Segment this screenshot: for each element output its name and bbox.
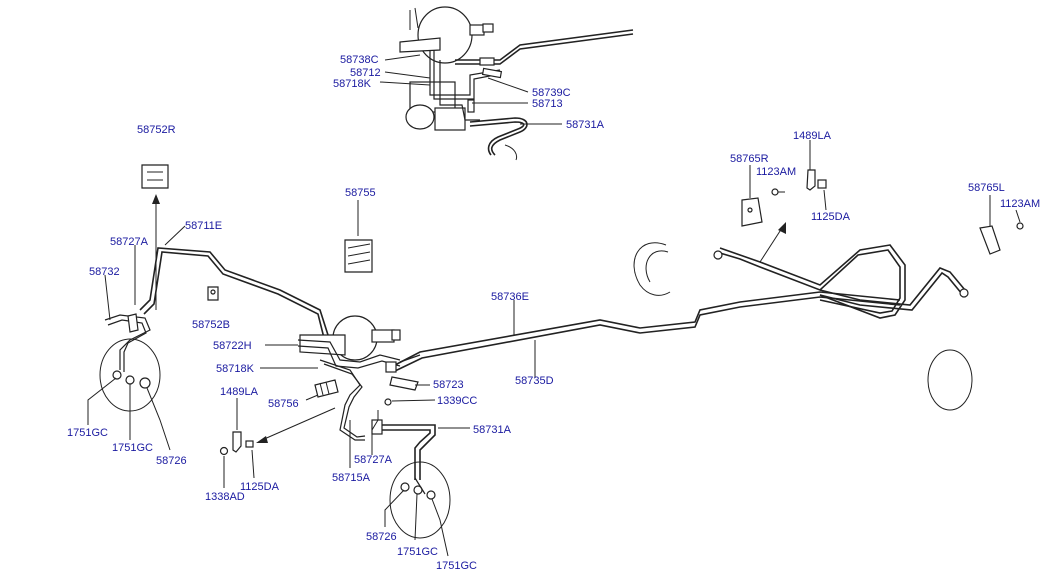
label-58726-left: 58726 — [156, 455, 187, 467]
label-58731A-top: 58731A — [566, 119, 605, 131]
label-58739C: 58739C — [532, 87, 571, 99]
label-58726-bot: 58726 — [366, 531, 397, 543]
clip-58752B — [207, 286, 219, 301]
label-58718K-top: 58718K — [333, 78, 372, 90]
label-1489LA-right: 1489LA — [793, 130, 832, 142]
label-58752B: 58752B — [192, 319, 230, 331]
label-58765R: 58765R — [730, 153, 769, 165]
center-master-cylinder — [256, 291, 901, 557]
label-1751GC-a: 1751GC — [67, 427, 108, 439]
left-wheel-assembly — [87, 164, 329, 451]
label-1338AD: 1338AD — [205, 491, 245, 503]
label-58732: 58732 — [89, 266, 120, 278]
label-58718K-mid: 58718K — [216, 363, 255, 375]
label-1751GC-c: 1751GC — [397, 546, 438, 558]
label-58723: 58723 — [433, 379, 464, 391]
label-58727A-mid: 58727A — [354, 454, 393, 466]
label-58731A-mid: 58731A — [473, 424, 512, 436]
label-58738C: 58738C — [340, 54, 379, 66]
label-58711E: 58711E — [185, 220, 222, 232]
label-58727A-left: 58727A — [110, 236, 149, 248]
label-58735D: 58735D — [515, 375, 554, 387]
label-58736E: 58736E — [491, 291, 529, 303]
clip-58755 — [344, 200, 373, 273]
label-1125DA-right: 1125DA — [811, 211, 851, 223]
label-1339CC: 1339CC — [437, 395, 477, 407]
right-rear-assembly — [633, 140, 1024, 411]
label-1123AM-mid: 1123AM — [756, 166, 796, 178]
label-58756: 58756 — [268, 398, 299, 410]
label-1125DA-left: 1125DA — [240, 481, 280, 493]
label-1751GC-b: 1751GC — [112, 442, 153, 454]
label-1751GC-d: 1751GC — [436, 560, 477, 572]
label-58722H: 58722H — [213, 340, 252, 352]
label-58715A: 58715A — [332, 472, 371, 484]
label-58755: 58755 — [345, 187, 376, 199]
label-1489LA-left: 1489LA — [220, 386, 259, 398]
label-58765L: 58765L — [968, 182, 1005, 194]
label-58713: 58713 — [532, 98, 563, 110]
bracket-1489LA-left — [219, 398, 255, 488]
label-58752R: 58752R — [137, 124, 176, 136]
top-inset-assembly — [379, 6, 634, 161]
label-58712: 58712 — [350, 67, 381, 79]
label-1123AM-right: 1123AM — [1000, 198, 1040, 210]
